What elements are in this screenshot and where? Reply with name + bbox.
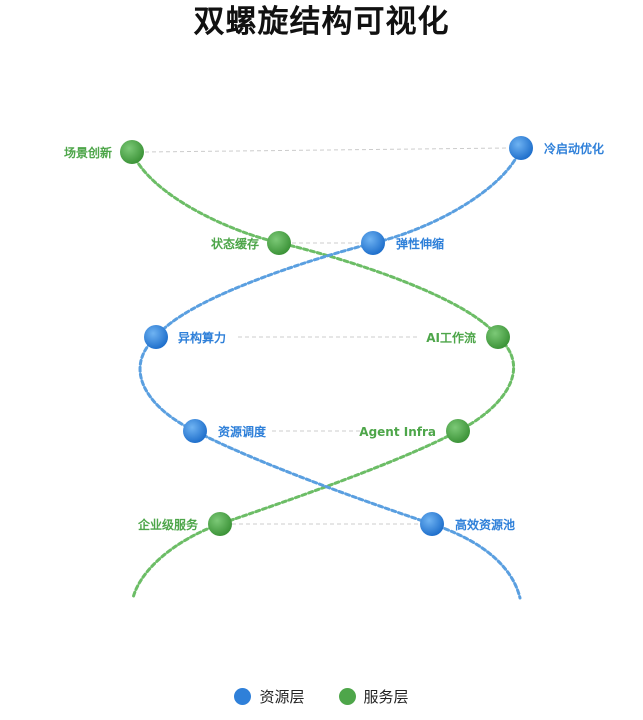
rungs — [144, 147, 509, 525]
legend-item-resource[interactable]: 资源层 — [234, 686, 305, 707]
service-node-4[interactable] — [446, 419, 470, 443]
resource-node-5[interactable] — [420, 512, 444, 536]
resource-node-3[interactable] — [144, 325, 168, 349]
resource-label-4: 资源调度 — [218, 424, 267, 439]
service-label-3: AI工作流 — [426, 330, 476, 345]
service-node-2[interactable] — [267, 231, 291, 255]
service-node-5[interactable] — [208, 512, 232, 536]
double-helix-diagram: 场景创新 状态缓存 AI工作流 Agent Infra 企业级服务 冷启动优化 … — [64, 136, 604, 600]
resource-node-2[interactable] — [361, 231, 385, 255]
resource-labels: 冷启动优化 弹性伸缩 异构算力 资源调度 高效资源池 — [178, 141, 604, 532]
service-label-1: 场景创新 — [64, 145, 112, 160]
service-nodes — [120, 140, 510, 536]
service-label-4: Agent Infra — [359, 425, 436, 439]
legend: 资源层 服务层 — [0, 686, 643, 707]
legend-item-service[interactable]: 服务层 — [338, 686, 409, 707]
service-node-1[interactable] — [120, 140, 144, 164]
legend-label-resource: 资源层 — [259, 688, 305, 706]
legend-dot-resource — [234, 688, 252, 705]
service-node-3[interactable] — [486, 325, 510, 349]
resource-nodes — [144, 136, 533, 536]
legend-label-service: 服务层 — [363, 688, 409, 706]
service-label-5: 企业级服务 — [137, 517, 199, 532]
legend-dot-service — [338, 688, 356, 705]
rung-1 — [144, 147, 509, 153]
page-title: 双螺旋结构可视化 — [193, 4, 450, 40]
service-label-2: 状态缓存 — [211, 236, 259, 251]
resource-label-2: 弹性伸缩 — [396, 236, 444, 251]
resource-node-1[interactable] — [509, 136, 533, 160]
service-labels: 场景创新 状态缓存 AI工作流 Agent Infra 企业级服务 — [64, 145, 476, 532]
resource-label-5: 高效资源池 — [455, 517, 515, 532]
resource-label-3: 异构算力 — [178, 330, 226, 345]
resource-node-4[interactable] — [183, 419, 207, 443]
resource-label-1: 冷启动优化 — [544, 141, 604, 156]
